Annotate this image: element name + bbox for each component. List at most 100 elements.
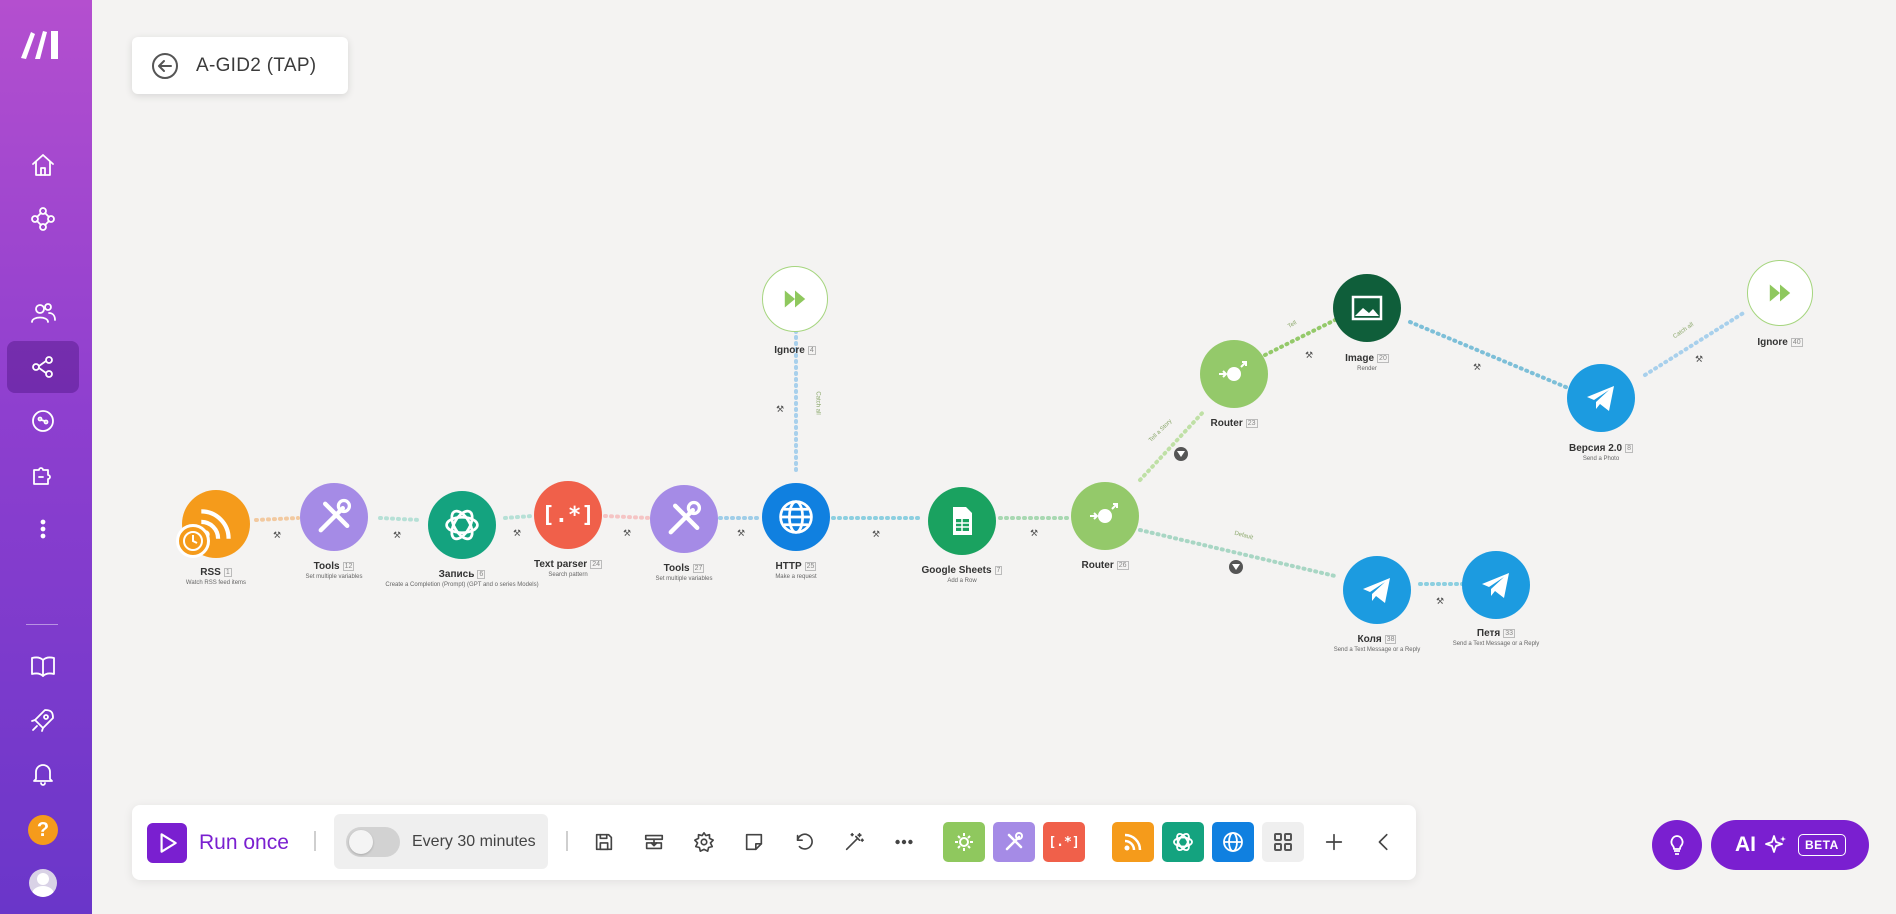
module-name: Text parser	[534, 559, 588, 570]
chevron-left-icon[interactable]	[1369, 827, 1399, 857]
module-number: 27	[692, 564, 705, 573]
schedule-label: Every 30 minutes	[412, 832, 536, 850]
module-number: 12	[342, 562, 355, 571]
schedule-toggle[interactable]	[346, 826, 400, 857]
grid-apps-icon[interactable]	[1262, 822, 1304, 862]
import-blueprint-icon[interactable]	[639, 827, 669, 857]
more-vertical-icon[interactable]	[7, 503, 79, 555]
module-action: Render	[1357, 366, 1377, 372]
module-action: Send a Photo	[1582, 456, 1620, 462]
undo-icon[interactable]	[789, 827, 819, 857]
plus-icon[interactable]	[1319, 827, 1349, 857]
module-action: Add a Row	[947, 578, 977, 584]
module-name: Router	[1210, 418, 1243, 429]
module-action: Create a Completion (Prompt) (GPT and o …	[385, 582, 539, 588]
team-icon[interactable]	[7, 287, 79, 339]
tools-icon	[318, 498, 352, 533]
module-number: 4	[807, 346, 816, 355]
module-name: Петя	[1476, 628, 1501, 639]
svg-text:⚒: ⚒	[1473, 363, 1481, 373]
make-logo-icon[interactable]	[19, 26, 67, 62]
toolbar-divider	[566, 831, 568, 851]
module-number: 20	[1377, 354, 1389, 363]
run-once-button[interactable]: Run once	[147, 821, 299, 865]
run-once-label: Run once	[199, 831, 289, 854]
settings-gear-icon[interactable]	[689, 827, 719, 857]
rocket-icon[interactable]	[7, 694, 79, 746]
module-number: 26	[1116, 561, 1129, 570]
module-number: 7	[994, 566, 1003, 575]
module-action: Send a Text Message or a Reply	[1452, 641, 1540, 647]
svg-text:⚒: ⚒	[393, 531, 401, 541]
svg-text:⚒: ⚒	[1030, 529, 1038, 539]
avatar[interactable]	[29, 869, 57, 897]
rss-icon[interactable]	[1112, 822, 1154, 862]
play-icon	[147, 823, 187, 863]
module-name: Tools	[313, 561, 340, 572]
lightbulb-button[interactable]	[1652, 820, 1702, 870]
module-number: 6	[477, 570, 486, 579]
lightbulb-icon	[1670, 835, 1684, 855]
notes-icon[interactable]	[739, 827, 769, 857]
tools-icon	[668, 500, 702, 535]
svg-text:⚒: ⚒	[513, 529, 521, 539]
telegram-icon	[1363, 578, 1390, 603]
svg-text:⚒: ⚒	[1436, 597, 1444, 607]
module-number: 8	[1625, 444, 1634, 453]
google-sheets-icon	[953, 507, 972, 535]
wrench-markers: ⚒ ⚒ ⚒ ⚒ ⚒ ⚒ ⚒ ⚒ ⚒ ⚒ ⚒ ⚒	[273, 351, 1703, 607]
openai-icon	[445, 509, 479, 541]
flow-control-icon[interactable]	[943, 822, 985, 862]
openai-icon[interactable]	[1162, 822, 1204, 862]
router-icon	[1219, 361, 1247, 381]
module-number: 38	[1384, 635, 1397, 644]
route-label-http-ignore: Catch all	[814, 391, 821, 415]
telegram-icon	[1587, 386, 1614, 411]
router-icon	[1090, 503, 1118, 523]
svg-text:⚒: ⚒	[1305, 351, 1313, 361]
scenario-title[interactable]: A-GID2 (TAP)	[196, 54, 317, 76]
module-number: 25	[804, 562, 817, 571]
schedule-clock-icon[interactable]	[176, 524, 210, 558]
arrow-left-circle-icon[interactable]	[150, 51, 180, 81]
text-parser-icon[interactable]: [.*]	[1043, 822, 1085, 862]
schedule-control[interactable]: Every 30 minutes	[334, 814, 548, 869]
module-name: Image	[1345, 353, 1375, 364]
module-name: Версия 2.0	[1568, 443, 1623, 454]
module-number: 24	[590, 560, 602, 569]
connections-icon[interactable]	[7, 395, 79, 447]
text-parser-icon: [.*]	[541, 502, 595, 528]
help-icon[interactable]: ?	[28, 815, 58, 845]
sidebar-divider	[26, 624, 58, 625]
ai-assistant-button[interactable]: AI BETA	[1711, 820, 1869, 870]
home-icon[interactable]	[7, 139, 79, 191]
module-name: HTTP	[775, 561, 802, 572]
fast-forward-icon	[784, 290, 806, 308]
module-number: 33	[1503, 629, 1516, 638]
apps-puzzle-icon[interactable]	[7, 449, 79, 501]
svg-text:⚒: ⚒	[737, 529, 745, 539]
toolbar-divider	[314, 831, 316, 851]
module-action: Search pattern	[548, 572, 588, 578]
module-action: Send a Text Message or a Reply	[1333, 647, 1421, 653]
svg-text:⚒: ⚒	[776, 405, 784, 415]
http-globe-icon[interactable]	[1212, 822, 1254, 862]
scenarios-icon[interactable]	[7, 341, 79, 393]
svg-text:⚒: ⚒	[273, 531, 281, 541]
templates-icon[interactable]	[7, 193, 79, 245]
more-horizontal-icon[interactable]	[889, 827, 919, 857]
book-icon[interactable]	[7, 640, 79, 692]
tools-icon[interactable]	[993, 822, 1035, 862]
bell-icon[interactable]	[7, 747, 79, 799]
image-icon	[1351, 295, 1383, 321]
module-name: Google Sheets	[921, 565, 992, 576]
module-name: Ignore	[774, 345, 805, 356]
sparkles-icon	[1765, 835, 1786, 853]
filter-markers	[1174, 447, 1243, 574]
auto-align-wand-icon[interactable]	[839, 827, 869, 857]
svg-text:⚒: ⚒	[1695, 355, 1703, 365]
module-number: 23	[1245, 419, 1258, 428]
module-name: Коля	[1357, 634, 1382, 645]
module-action: Make a request	[775, 574, 817, 580]
save-icon[interactable]	[589, 827, 619, 857]
